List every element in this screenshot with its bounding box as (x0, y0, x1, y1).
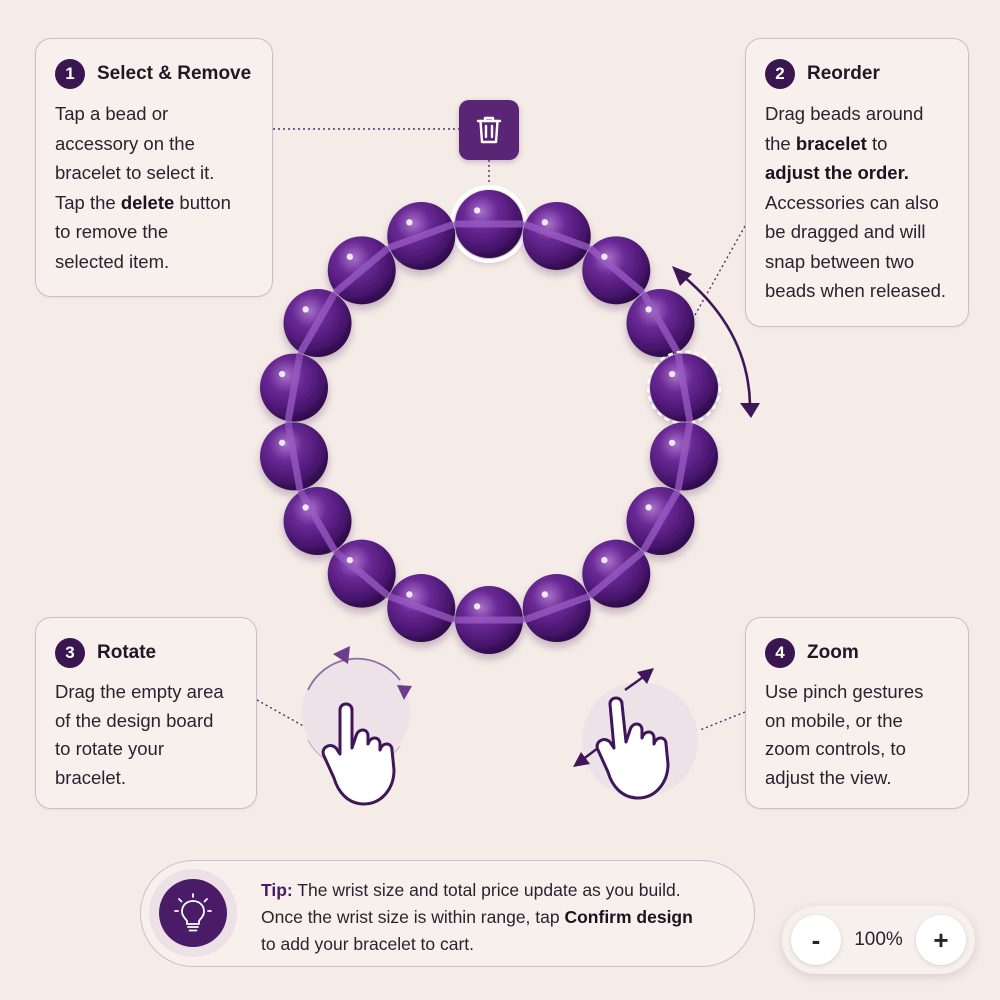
card-text: Tap a bead or accessory on the bracelet … (55, 103, 231, 272)
tip-label: Tip: (261, 880, 293, 900)
card-title: Select & Remove (97, 63, 252, 84)
zoom-card: 4 Zoom Use pinch gestures on mobile, or … (745, 617, 969, 809)
card-text: Drag beads around the bracelet to adjust… (765, 103, 947, 301)
bead[interactable] (283, 289, 352, 357)
card-title: Zoom (807, 642, 859, 663)
bead[interactable] (649, 421, 718, 492)
bead[interactable] (453, 586, 525, 654)
step-number: 2 (765, 59, 795, 89)
reorder-card: 2 Reorder Drag beads around the bracelet… (745, 38, 969, 327)
step-number: 3 (55, 638, 85, 668)
bead[interactable] (327, 539, 396, 608)
zoom-controls: - 100% + (782, 906, 975, 974)
bead[interactable] (582, 236, 651, 305)
connector-zoom (699, 711, 746, 731)
select-remove-card: 1 Select & Remove Tap a bead or accessor… (35, 38, 273, 297)
tip-icon-wrap (149, 869, 237, 957)
step-number: 4 (765, 638, 795, 668)
bead[interactable] (387, 201, 456, 270)
bead[interactable] (522, 201, 591, 270)
bead[interactable] (260, 421, 329, 492)
bead[interactable] (582, 539, 651, 608)
delete-button[interactable] (459, 100, 519, 160)
connector-reorder (680, 225, 746, 341)
zoom-in-button[interactable]: + (915, 915, 966, 965)
bead[interactable] (626, 487, 695, 555)
bead[interactable] (387, 574, 456, 643)
zoom-level: 100% (854, 929, 903, 950)
step-number: 1 (55, 59, 85, 89)
bead[interactable] (260, 352, 329, 423)
card-title: Rotate (97, 642, 157, 663)
lightbulb-icon (159, 879, 227, 947)
trash-icon (476, 116, 502, 144)
rotate-card: 3 Rotate Drag the empty area of the desi… (35, 617, 257, 809)
bead[interactable] (626, 289, 695, 357)
reorder-arrow-icon (672, 266, 760, 418)
tip-banner: Tip: The wrist size and total price upda… (140, 860, 755, 967)
tip-text: Tip: The wrist size and total price upda… (261, 880, 693, 954)
rotate-gesture-icon (302, 646, 412, 806)
bead[interactable] (522, 574, 591, 643)
zoom-out-button[interactable]: - (791, 915, 841, 965)
bead-ring[interactable] (260, 185, 722, 654)
pinch-gesture-icon (573, 668, 698, 800)
card-text: Use pinch gestures on mobile, or the zoo… (765, 681, 924, 788)
confirm-design-reference: Confirm design (564, 907, 693, 927)
card-title: Reorder (807, 63, 880, 84)
bead[interactable] (283, 487, 352, 555)
bead[interactable] (327, 236, 396, 305)
card-text: Drag the empty area of the design board … (55, 681, 224, 788)
